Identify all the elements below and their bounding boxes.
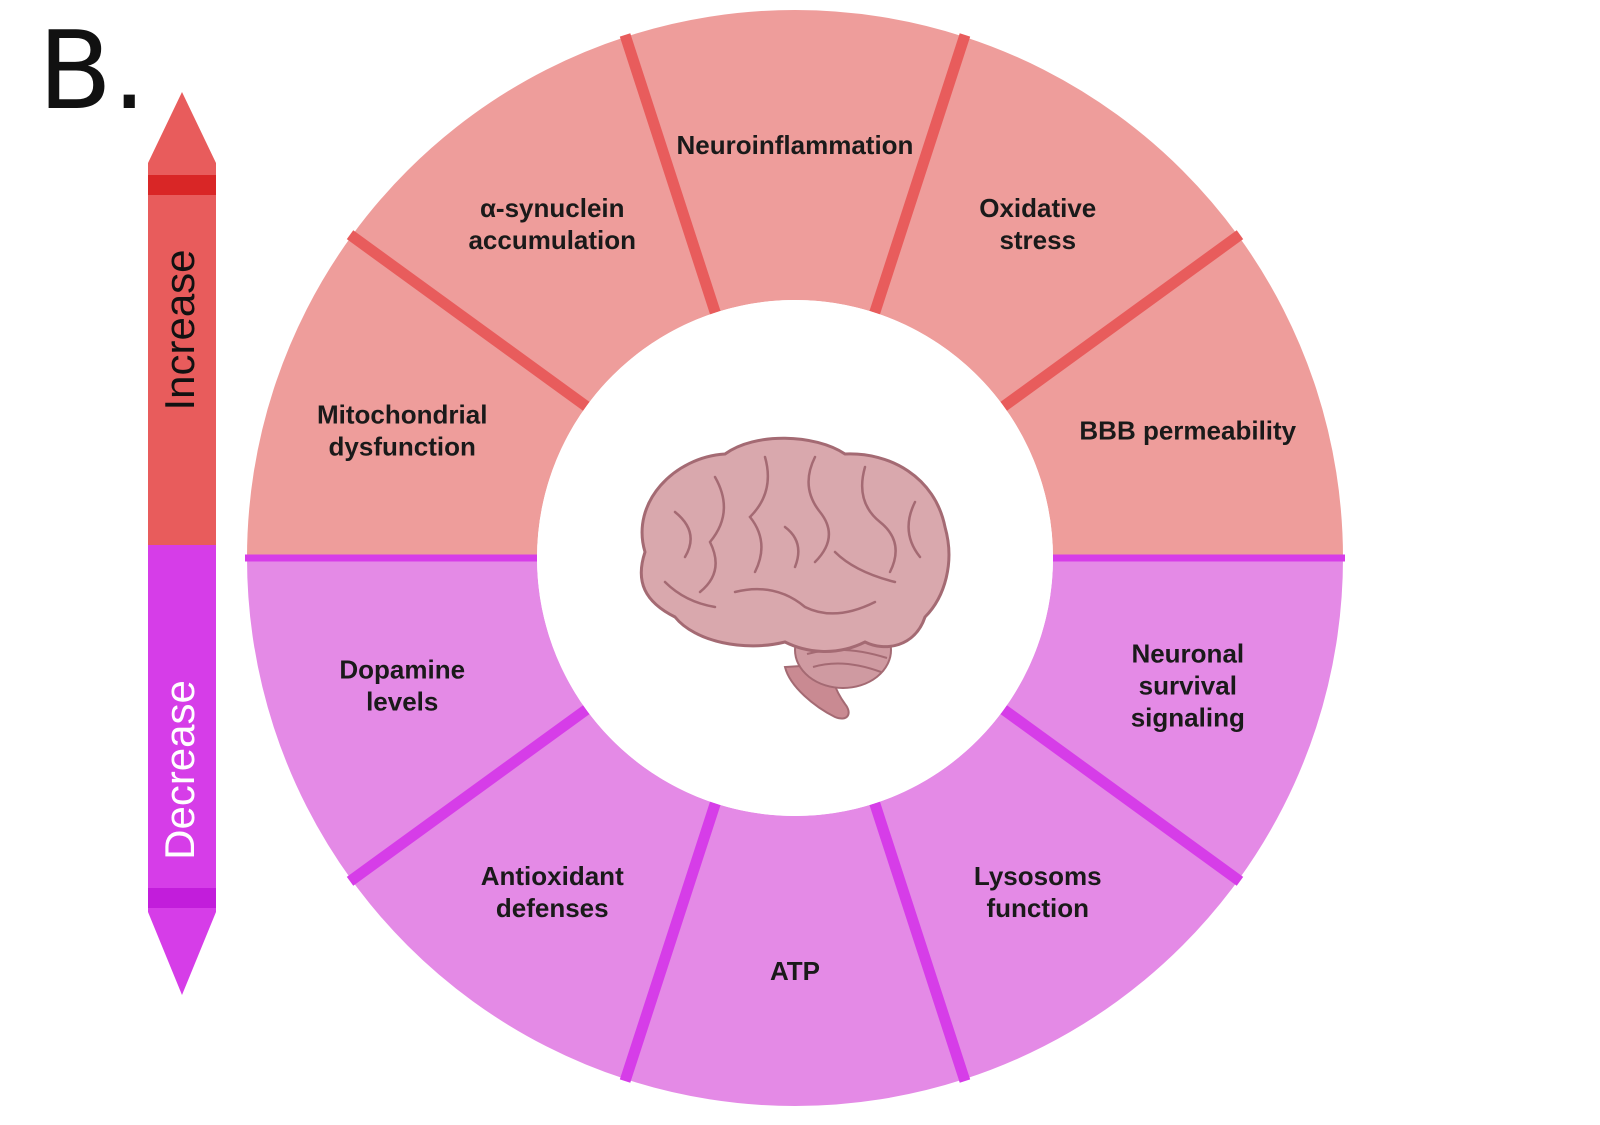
label-atp: ATP bbox=[770, 956, 820, 986]
segment-neuronal-survival-signaling bbox=[1003, 558, 1343, 881]
increase-divider bbox=[1000, 230, 1244, 411]
increase-band bbox=[148, 175, 216, 195]
segment-lysosoms-function bbox=[874, 709, 1239, 1080]
increase-arrow bbox=[148, 92, 216, 545]
segment-dopamine-levels bbox=[247, 558, 587, 881]
increase-label: Increase bbox=[156, 249, 203, 410]
segment-synuclein-accumulation bbox=[351, 36, 716, 407]
decrease-divider bbox=[1000, 705, 1244, 886]
segment-neuroinflammation bbox=[625, 10, 965, 313]
segment-atp bbox=[625, 803, 965, 1106]
decrease-divider bbox=[619, 801, 721, 1083]
segment-bbb-permeability bbox=[1003, 235, 1343, 558]
brain-icon bbox=[639, 436, 951, 720]
decrease-divider bbox=[869, 801, 971, 1083]
decrease-divider bbox=[346, 705, 590, 886]
decrease-label: Decrease bbox=[156, 680, 203, 860]
segment-mitochondrial-dysfunction bbox=[247, 235, 587, 558]
segment-oxidative-stress bbox=[874, 36, 1239, 407]
decrease-band bbox=[148, 888, 216, 908]
label-bbb-permeability: BBB permeability bbox=[1079, 415, 1296, 445]
increase-divider bbox=[346, 230, 590, 411]
increase-decrease-scale: Increase Decrease bbox=[148, 92, 216, 995]
wheel-segments bbox=[247, 10, 1343, 1106]
panel-letter: B. bbox=[38, 9, 147, 134]
increase-divider bbox=[869, 33, 971, 315]
label-neuroinflammation: Neuroinflammation bbox=[677, 130, 914, 160]
wheel-dividers bbox=[245, 33, 1345, 1083]
segment-antioxidant-defenses bbox=[351, 709, 716, 1080]
increase-divider bbox=[619, 33, 721, 315]
decrease-arrow bbox=[148, 545, 216, 995]
